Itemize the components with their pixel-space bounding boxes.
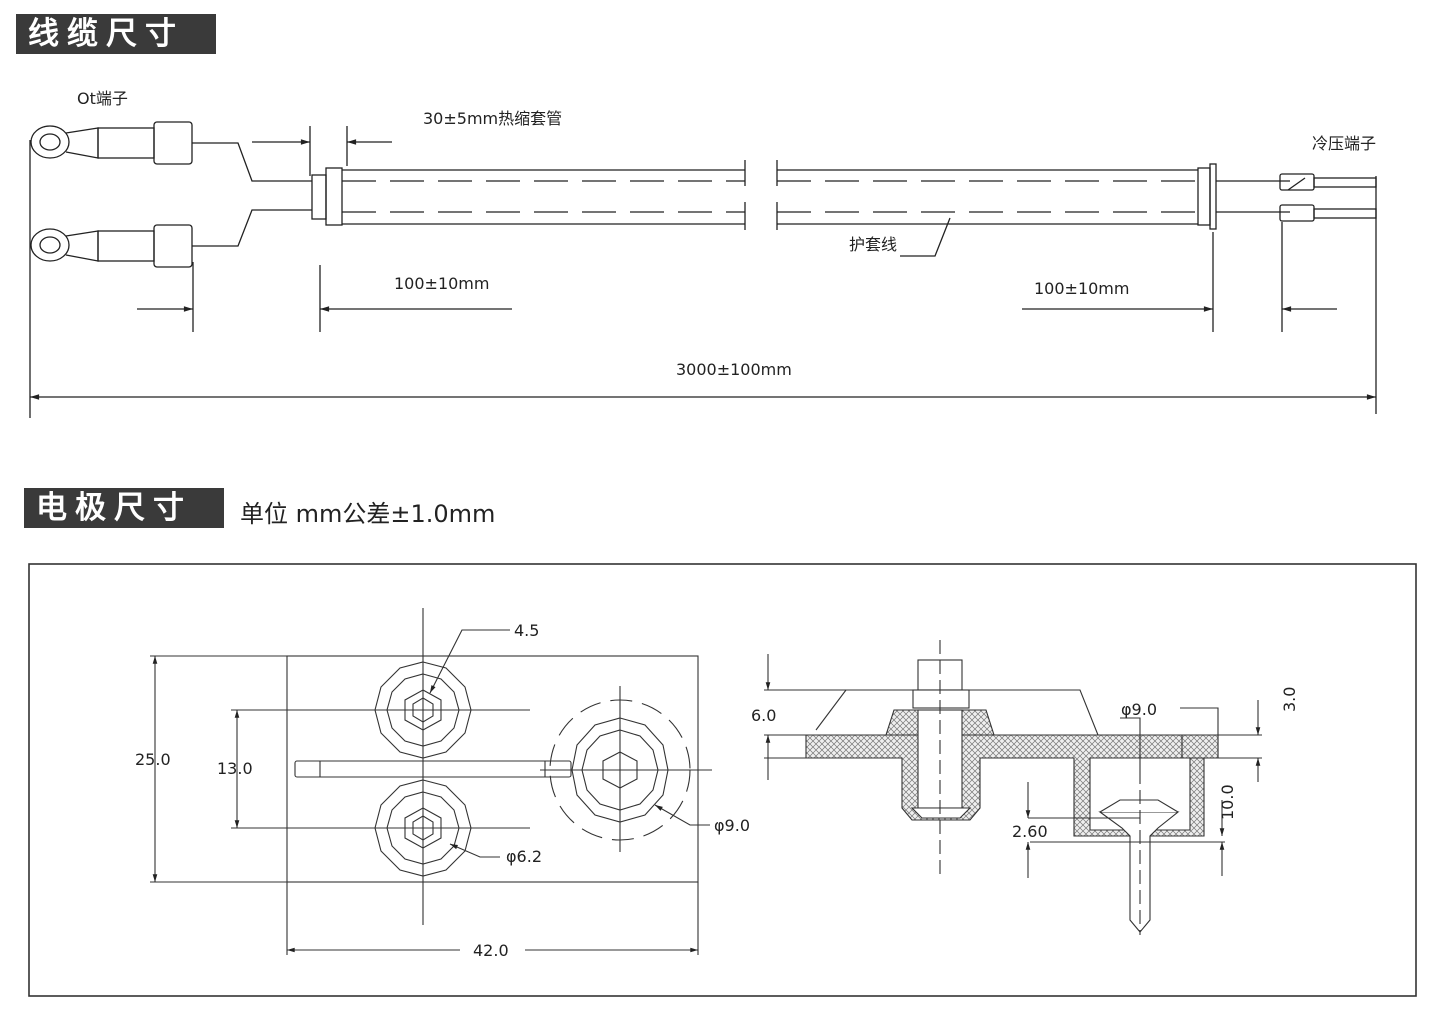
ot-terminal-label: Ot端子 [77, 89, 128, 108]
electrode-section-title: 电极尺寸 [24, 488, 224, 528]
sheathed-wire-label: 护套线 [849, 235, 897, 254]
ot-terminal-top [30, 121, 193, 165]
side-thickness-label: 6.0 [751, 706, 776, 725]
cable-drawing [29, 121, 1377, 418]
side-top-label: 3.0 [1280, 687, 1299, 712]
total-length-label: 3000±100mm [676, 360, 792, 379]
cable-section-title: 线缆尺寸 [16, 14, 216, 54]
right-length-label: 100±10mm [1034, 279, 1129, 298]
unit-note: 单位 mm公差±1.0mm [240, 500, 496, 528]
side-gap-label: 2.60 [1012, 822, 1048, 841]
hole-spacing-label: 13.0 [217, 759, 253, 778]
electrode-frame [28, 563, 1417, 997]
hole-dia-large-label: φ9.0 [714, 816, 750, 835]
hole-inner-label: 4.5 [514, 621, 539, 640]
ot-terminal-bottom [30, 224, 193, 268]
width-total-label: 42.0 [473, 941, 509, 960]
side-dia-label: φ9.0 [1121, 700, 1157, 719]
side-view-dims [764, 640, 1262, 935]
left-length-label: 100±10mm [394, 274, 489, 293]
electrode-front-view [150, 608, 712, 955]
side-depth-label: 10.0 [1218, 784, 1237, 820]
hole-dia-small-label: φ6.2 [506, 847, 542, 866]
height-total-label: 25.0 [135, 750, 171, 769]
heat-shrink-label: 30±5mm热缩套管 [423, 109, 562, 128]
cold-press-terminal-label: 冷压端子 [1312, 134, 1376, 153]
